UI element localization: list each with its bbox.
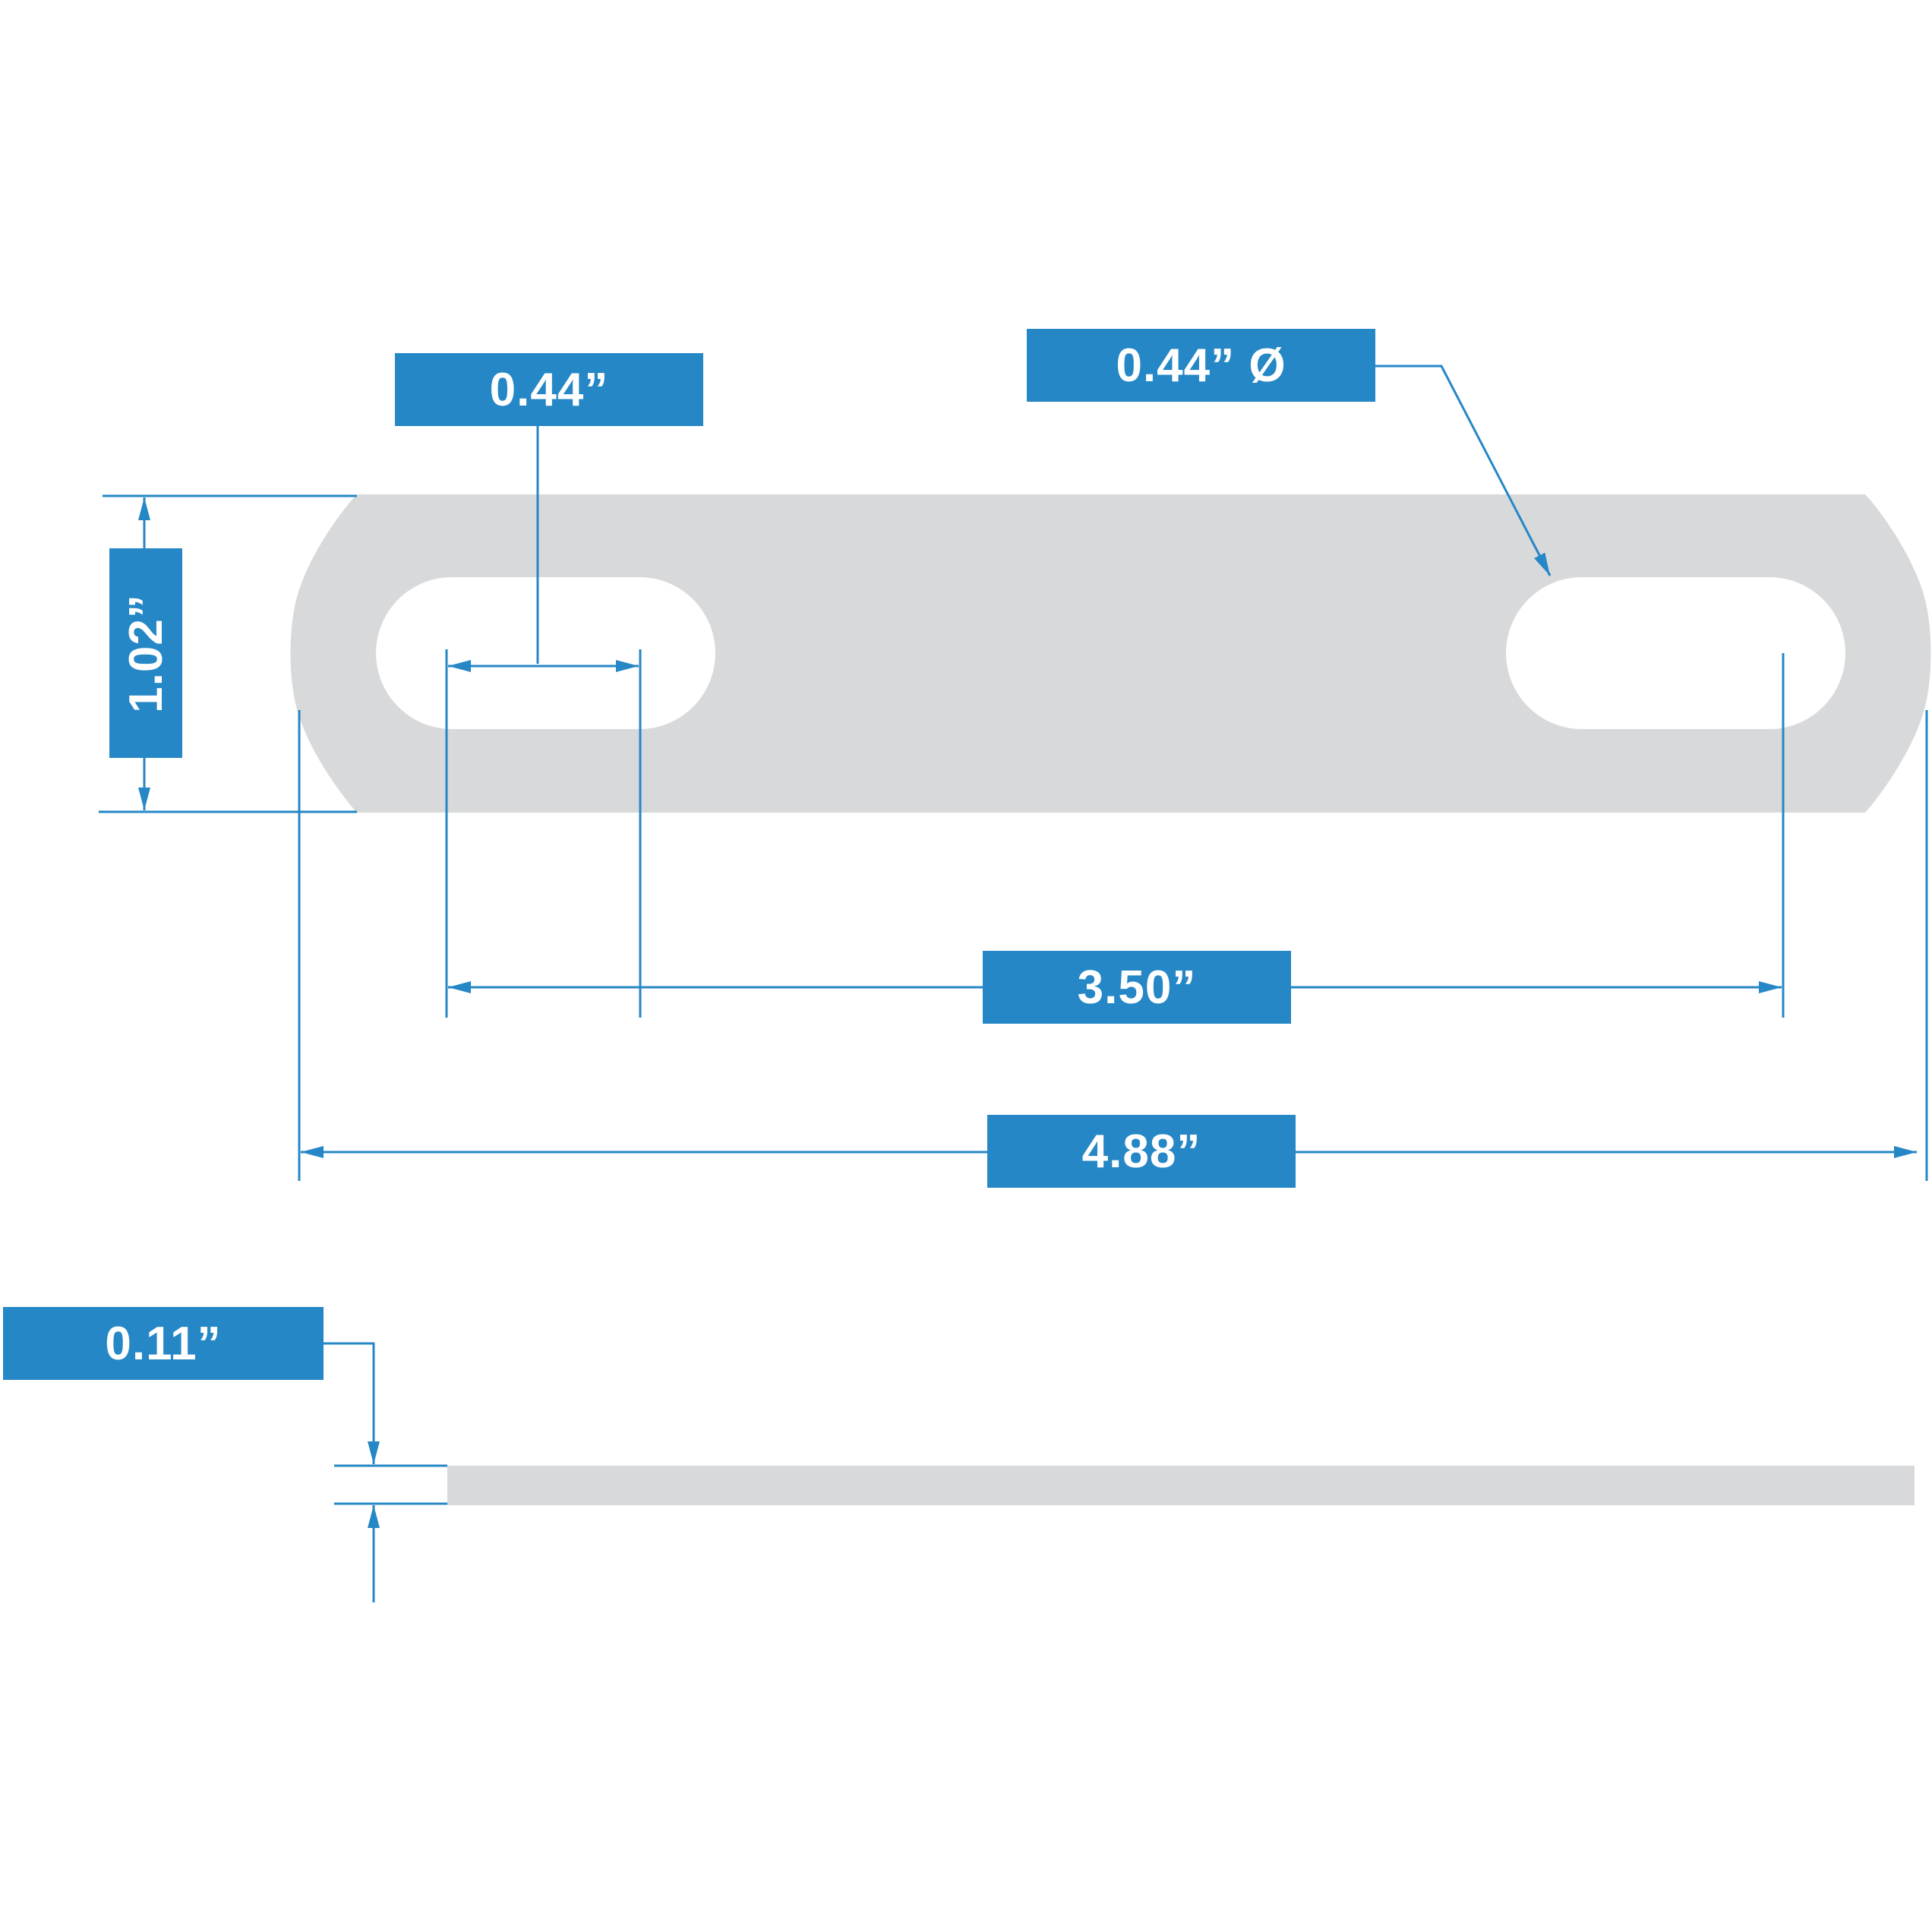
center-distance-label: 3.50” (983, 951, 1291, 1024)
center-distance-value: 3.50” (1077, 961, 1197, 1014)
overall-length-label: 4.88” (987, 1115, 1296, 1188)
dimension-lines (99, 365, 1928, 1602)
thickness-leader (324, 1342, 380, 1464)
hole-diameter-label: 0.44” Ø (1027, 329, 1375, 402)
slot-width-label: 0.44” (395, 353, 703, 426)
plate-side-view (447, 1466, 1915, 1505)
thickness-label: 0.11” (3, 1307, 324, 1380)
hole-diameter-value: 0.44” Ø (1116, 339, 1286, 392)
plate-top-view (290, 494, 1931, 813)
plate-outline (290, 494, 1931, 813)
plate-height-value: 1.02” (119, 593, 172, 713)
overall-length-value: 4.88” (1081, 1125, 1201, 1178)
slot-width-value: 0.44” (489, 363, 609, 416)
hole-diameter-leader (1375, 365, 1552, 576)
plate-height-label: 1.02” (109, 548, 182, 758)
thickness-value: 0.11” (105, 1317, 222, 1370)
